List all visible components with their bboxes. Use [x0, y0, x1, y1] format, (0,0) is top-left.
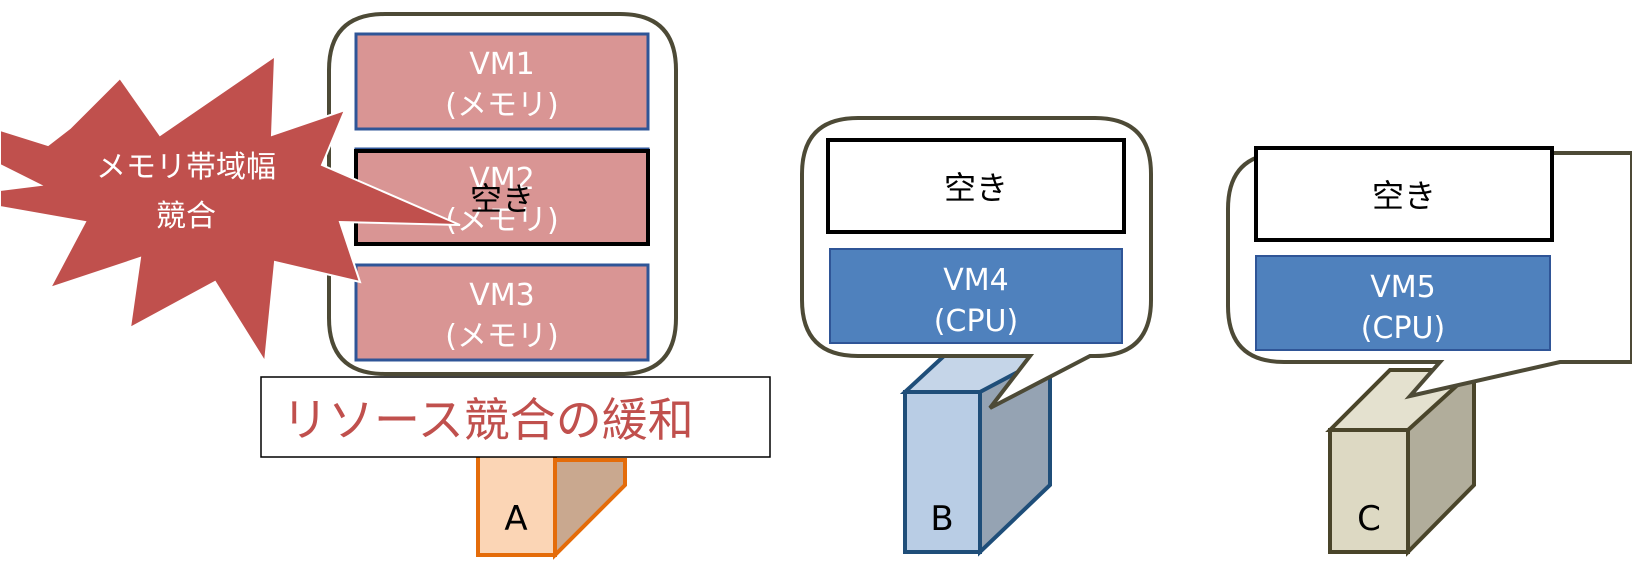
- vm5-name: VM5: [1370, 270, 1436, 305]
- vm2-name: VM2: [469, 162, 535, 197]
- vm3-name: VM3: [469, 278, 535, 313]
- vm2-slot: VM2 (メモリ): [354, 147, 650, 246]
- burst-line1: メモリ帯域幅: [96, 150, 276, 185]
- caption: リソース競合の緩和: [260, 376, 771, 458]
- burst-line2: 競合: [156, 199, 216, 234]
- vm1-box: [354, 32, 650, 131]
- server-b-front: [903, 390, 982, 554]
- vm3-box: [354, 263, 650, 362]
- server-c-free-label: 空き: [1372, 177, 1436, 215]
- vm4-slot: VM4 (CPU): [829, 248, 1123, 344]
- contention-burst: メモリ帯域幅 競合: [0, 54, 461, 366]
- server-a-label: A: [504, 499, 527, 539]
- vm5-box: [1255, 255, 1551, 351]
- vm4-box: [829, 248, 1123, 344]
- server-a-free-overlay-label: 空き: [470, 180, 534, 218]
- caption-box: [260, 376, 771, 458]
- server-b-free-label: 空き: [944, 169, 1008, 207]
- vm3-slot: VM3 (メモリ): [354, 263, 650, 362]
- server-b-label: B: [930, 499, 953, 539]
- server-a: A: [476, 453, 627, 560]
- server-c: C: [1325, 365, 1480, 557]
- vm1-resource: (メモリ): [445, 88, 558, 123]
- caption-text: リソース競合の緩和: [282, 393, 694, 447]
- server-a-front: [476, 453, 557, 557]
- vm3-resource: (メモリ): [445, 319, 558, 354]
- server-c-label: C: [1357, 499, 1381, 539]
- vm2-box: [354, 147, 650, 246]
- vm1-name: VM1: [469, 47, 535, 82]
- vm4-name: VM4: [943, 263, 1009, 298]
- server-b-free-box: [826, 138, 1126, 234]
- burst-shape: [0, 54, 461, 366]
- vm5-resource: (CPU): [1361, 311, 1445, 346]
- server-c-front: [1328, 428, 1410, 554]
- vm4-resource: (CPU): [934, 304, 1018, 339]
- vm1-slot: VM1 (メモリ): [354, 32, 650, 131]
- vm5-slot: VM5 (CPU): [1255, 255, 1551, 351]
- vm2-resource: (メモリ): [445, 203, 558, 238]
- server-a-side: [553, 458, 627, 560]
- server-c-free-box: [1254, 146, 1554, 242]
